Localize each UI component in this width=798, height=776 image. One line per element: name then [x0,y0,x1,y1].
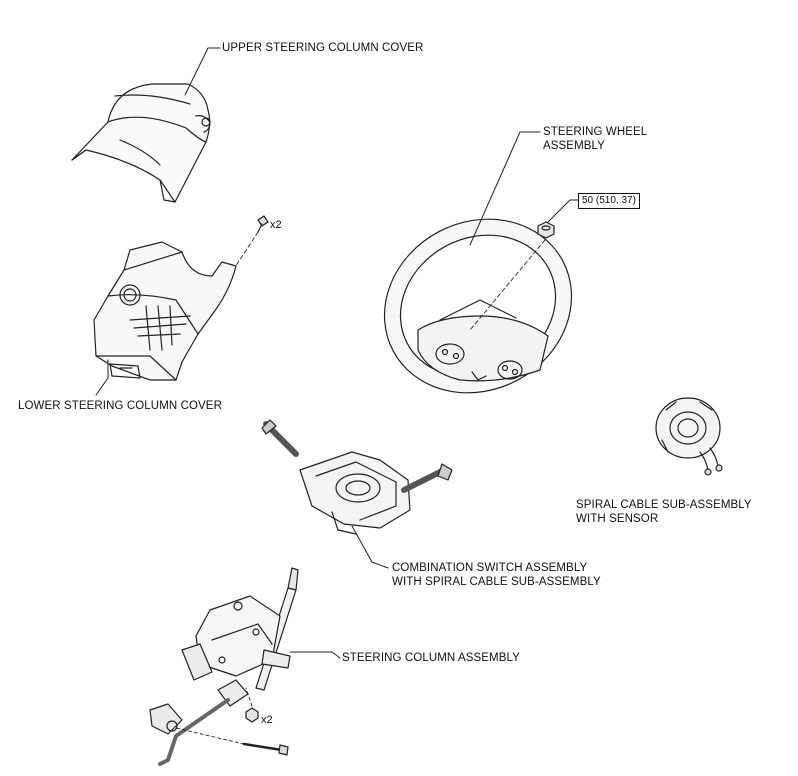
label-spiral-cable-line1: SPIRAL CABLE SUB-ASSEMBLY [576,499,752,511]
steering-column-assembly [149,567,299,766]
steering-wheel-guide-line [469,239,546,331]
column-bolt [242,742,289,756]
label-steering-wheel-line1: STEERING WHEEL [543,126,648,138]
label-steering-column-assembly: STEERING COLUMN ASSEMBLY [342,652,520,664]
spiral-cable-sub-assembly [655,397,723,476]
label-combination-switch-line1: COMBINATION SWITCH ASSEMBLY [392,562,588,574]
column-nut [245,707,259,723]
torque-spec-box: 50 (510, 37) [578,193,640,209]
lower-cover-leader [95,359,109,396]
label-upper-steering-column-cover: UPPER STEERING COLUMN COVER [222,42,424,54]
torque-leader [547,199,579,223]
column-bolt-guide-line [175,727,245,745]
lower-steering-column-cover [93,241,237,381]
steering-wheel-nut [537,221,555,239]
quantity-lower-cover-screws: x2 [270,219,282,231]
label-steering-wheel-line2: ASSEMBLY [543,140,605,152]
lower-cover-screw [257,215,269,233]
steering-wheel-leader [469,131,541,246]
steering-column-leader [289,651,341,659]
combination-switch-assembly [261,419,453,535]
combination-switch-leader [351,525,389,569]
label-combination-switch-line2: WITH SPIRAL CABLE SUB-ASSEMBLY [392,576,601,588]
label-lower-steering-column-cover: LOWER STEERING COLUMN COVER [18,400,222,412]
column-nut-guide-line [245,687,253,707]
steering-wheel-assembly [383,218,573,394]
upper-steering-column-cover [71,83,211,203]
quantity-column-nuts: x2 [261,714,273,726]
upper-cover-leader [184,47,221,96]
label-spiral-cable-line2: WITH SENSOR [576,513,659,525]
